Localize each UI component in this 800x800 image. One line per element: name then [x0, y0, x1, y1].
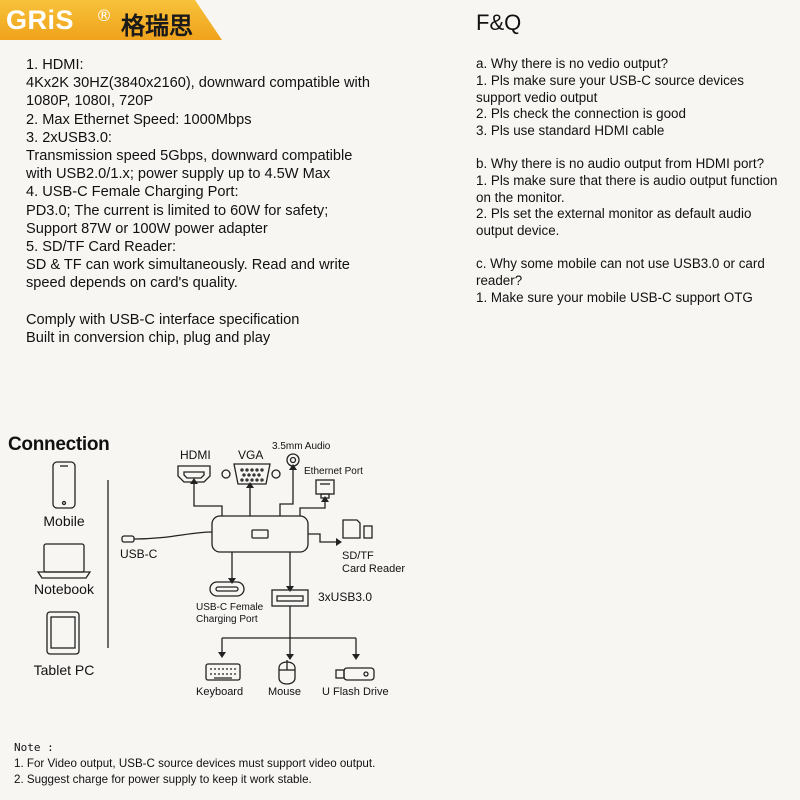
faq-answer: on the monitor. [476, 189, 565, 205]
sd-tf-label-line2: Card Reader [342, 563, 405, 575]
faq-answer: 3. Pls use standard HDMI cable [476, 123, 665, 139]
spec-line: 1. HDMI: [26, 57, 84, 73]
spec-line: 4Kx2K 30HZ(3840x2160), downward compatib… [26, 75, 370, 92]
mouse-label: Mouse [268, 686, 302, 698]
device-label-notebook: Notebook [34, 581, 94, 597]
mobile-phone-icon [52, 461, 76, 509]
faq-question: b. Why there is no audio output from HDM… [476, 155, 765, 171]
audio-label: 3.5mm Audio [272, 441, 331, 452]
hdmi-label: HDMI [180, 448, 211, 462]
faq-title: F&Q [476, 10, 522, 35]
faq-answer: output device. [476, 223, 560, 239]
faq-question: a. Why there is no vedio output? [476, 56, 669, 71]
connection-title: Connection [8, 434, 110, 455]
spec-line: PD3.0; The current is limited to 60W for… [26, 202, 329, 219]
spec-line: 1080P, 1080I, 720P [26, 93, 154, 110]
flash-drive-label: U Flash Drive [322, 686, 389, 698]
compliance-line: Comply with USB-C interface specificatio… [26, 311, 300, 328]
spec-line: 4. USB-C Female Charging Port: [26, 184, 239, 201]
ethernet-label: Ethernet Port [304, 466, 363, 477]
note-title: Note : [14, 741, 54, 754]
registered-mark: ® [96, 6, 112, 25]
spec-line: Transmission speed 5Gbps, downward compa… [26, 148, 353, 165]
compliance-line: Built in conversion chip, plug and play [26, 329, 271, 346]
usbc-female-label-line2: Charging Port [196, 614, 258, 625]
usbc-female-label-line1: USB-C Female [196, 602, 264, 613]
usb3-port-icon [271, 589, 309, 607]
vga-port-icon [221, 463, 281, 485]
device-label-tablet: Tablet PC [33, 662, 95, 678]
note-item: 2. Suggest charge for power supply to ke… [14, 773, 312, 786]
connection-diagram [36, 453, 375, 685]
tablet-icon [46, 611, 80, 655]
spec-list: 1. HDMI: 4Kx2K 30HZ(3840x2160), downward… [26, 56, 456, 347]
spec-line: 2. Max Ethernet Speed: 1000Mbps [26, 111, 252, 128]
note-block: Note : 1. For Video output, USB-C source… [14, 740, 375, 788]
usb-flash-drive-icon [335, 667, 375, 681]
hub-body-icon [211, 515, 309, 553]
brand-chinese-name: 格瑞思 [121, 12, 193, 40]
usbc-input-label: USB-C [120, 547, 158, 561]
mouse-icon [278, 660, 296, 685]
ethernet-port-icon [315, 479, 335, 499]
hdmi-port-icon [177, 465, 211, 483]
spec-line: with USB2.0/1.x; power supply up to 4.5W… [26, 166, 331, 183]
sd-card-icon [342, 519, 373, 539]
faq-answer: 2. Pls set the external monitor as defau… [476, 206, 752, 222]
usbc-female-port-icon [209, 581, 245, 597]
brand-banner [0, 0, 222, 40]
faq-answer: support vedio output [476, 89, 598, 105]
vga-label: VGA [238, 448, 264, 462]
faq-answer: reader? [476, 272, 523, 288]
note-item: 1. For Video output, USB-C source device… [14, 757, 376, 770]
spec-line: 5. SD/TF Card Reader: [26, 239, 177, 256]
faq-answer: 1. Pls make sure your USB-C source devic… [476, 72, 744, 88]
keyboard-icon [205, 663, 241, 681]
notebook-icon [36, 543, 92, 579]
brand-logo: GRiS [6, 4, 75, 35]
faq-answer: 1. Make sure your mobile USB-C support O… [476, 289, 753, 305]
spec-line: SD & TF can work simultaneously. Read an… [26, 257, 350, 274]
device-label-mobile: Mobile [43, 513, 85, 529]
faq-answer: 2. Pls check the connection is good [476, 106, 686, 122]
spec-line: speed depends on card's quality. [26, 275, 238, 292]
usb3-label: 3xUSB3.0 [318, 590, 373, 604]
spec-line: 3. 2xUSB3.0: [26, 129, 112, 146]
spec-line: Support 87W or 100W power adapter [26, 220, 268, 237]
faq-list: a. Why there is no vedio output? 1. Pls … [476, 56, 796, 306]
sd-tf-label-line1: SD/TF [342, 550, 374, 562]
faq-answer: 1. Pls make sure that there is audio out… [476, 172, 778, 188]
faq-question: c. Why some mobile can not use USB3.0 or… [476, 255, 765, 271]
keyboard-label: Keyboard [196, 686, 244, 698]
